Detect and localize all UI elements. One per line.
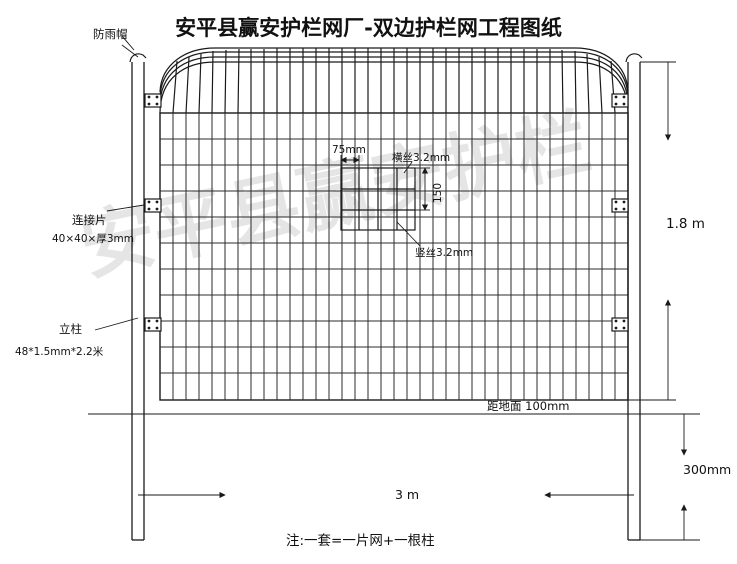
label-wire-vertical: 竖丝3.2mm: [415, 247, 474, 259]
label-width-total: 3 m: [395, 487, 420, 502]
label-post-spec: 48*1.5mm*2.2米: [15, 346, 104, 358]
page-title: 安平县赢安护栏网厂-双边护栏网工程图纸: [175, 16, 562, 40]
connector-plate-dots: [147, 95, 626, 330]
detail-callout-box: [340, 167, 416, 231]
label-post: 立柱: [59, 322, 82, 336]
label-connector-spec: 40×40×厚3mm: [52, 233, 134, 245]
mesh-panel-group: [159, 112, 629, 401]
buried-depth-dimension: [640, 413, 700, 541]
label-note: 注:一套=一片网+一根柱: [286, 533, 435, 549]
bent-top-section: [159, 47, 629, 114]
label-mesh-pitch-150: 150: [432, 182, 444, 203]
right-post-group: [625, 53, 643, 541]
label-height-total: 1.8 m: [666, 216, 705, 232]
height-dimension-right: [628, 61, 676, 401]
label-connector: 连接片: [72, 213, 107, 227]
detail-dimension-lines: [340, 155, 430, 247]
left-post-group: [121, 44, 147, 541]
label-rain-cap: 防雨帽: [93, 27, 128, 41]
label-buried-depth: 300mm: [683, 462, 732, 477]
label-ground-clearance: 距地面 100mm: [487, 399, 570, 413]
label-leaders: [94, 35, 145, 331]
label-wire-horizontal: 横丝3.2mm: [392, 152, 451, 164]
label-mesh-pitch-75: 75mm: [332, 144, 366, 156]
